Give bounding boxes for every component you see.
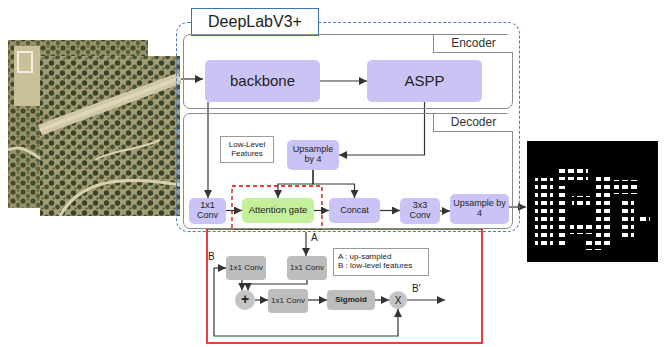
signal-label: A — [311, 232, 318, 243]
sigmoid-box: Sigmoid — [327, 290, 375, 310]
aspp-box: ASPP — [367, 60, 482, 102]
flow-arrow — [440, 210, 450, 211]
output-arrow — [506, 206, 526, 207]
conv-box: 1x1 Conv — [189, 198, 226, 224]
heading-tab: Encoder — [433, 35, 513, 53]
flow-arrow — [308, 299, 327, 300]
model-frame: DeepLabV3+EncoderbackboneASPPDecoderLow-… — [176, 22, 520, 232]
flow-arrow — [313, 170, 355, 198]
satellite-image-front — [40, 56, 180, 216]
decoder-block: DecoderLow-Level FeaturesUpsample by 41x… — [183, 113, 513, 229]
conv-box: 1x1 Conv — [287, 256, 327, 280]
flow-arrow — [320, 80, 367, 81]
node-text: Encoder — [451, 37, 496, 50]
flow-arrow — [241, 280, 242, 291]
detail-frame — [207, 229, 482, 343]
node-text: Concat — [340, 206, 369, 216]
add-circle: + — [235, 290, 255, 310]
conv-box: 1x1 Conv — [226, 256, 266, 280]
feature-note: Low-Level Features — [220, 136, 274, 163]
flow-arrow — [314, 210, 329, 211]
flow-arrow — [278, 170, 313, 198]
concat-box: Concat — [329, 198, 380, 223]
node-text: 1x1 Conv — [290, 264, 324, 273]
encoder-block: Encoder backbone ASPP — [183, 34, 513, 109]
node-text: 1x1 Conv — [229, 264, 263, 273]
flow-arrow — [339, 102, 425, 155]
flow-arrow — [375, 299, 389, 300]
output-b-arrow — [407, 299, 445, 300]
signal-label: B — [208, 251, 215, 262]
node-text: 1x1 Conv — [271, 297, 305, 306]
node-text: Attention gate — [249, 205, 308, 215]
label-holder: B' — [412, 283, 421, 294]
backbone-box: backbone — [205, 60, 320, 102]
upsample-box: Upsample by 4 — [450, 194, 509, 224]
heading-tab: DeepLabV3+ — [191, 8, 319, 36]
input-arrow — [181, 78, 203, 79]
node-text: Low-Level Features — [224, 141, 270, 159]
conv-box: 1x1 Conv — [268, 289, 308, 313]
label-holder: A — [311, 232, 318, 243]
node-text: Sigmoid — [335, 296, 367, 305]
node-text: ASPP — [404, 73, 444, 90]
node-text: + — [241, 292, 249, 307]
node-text: Decoder — [451, 116, 496, 129]
node-text: 1x1 Conv — [192, 201, 223, 221]
node-text: A : up-sampled — [338, 253, 391, 262]
key-box: A : up-sampledB : low-level features — [333, 248, 429, 276]
input-b-arrow — [214, 267, 226, 268]
node-text: backbone — [230, 73, 295, 90]
flow-arrow — [226, 210, 242, 211]
node-text: Upsample by 4 — [290, 145, 336, 165]
node-text: DeepLabV3+ — [208, 13, 302, 31]
signal-label: B' — [412, 283, 421, 294]
node-text: B : low-level features — [338, 262, 412, 271]
flow-arrow — [255, 299, 268, 300]
node-text: X — [395, 295, 402, 306]
input-a-arrow — [305, 232, 306, 256]
flow-arrow — [380, 210, 400, 211]
attention-box: Attention gate — [242, 198, 314, 223]
node-text: Upsample by 4 — [453, 199, 506, 219]
upsample-box: Upsample by 4 — [287, 140, 339, 170]
segmentation-mask — [527, 141, 658, 262]
conv-box: 3x3 Conv — [400, 198, 440, 224]
flow-arrow — [207, 102, 208, 198]
heading-tab: Decoder — [433, 114, 513, 132]
multiply-circle: X — [389, 291, 407, 309]
node-text: 3x3 Conv — [403, 201, 437, 221]
zoom-marker — [232, 186, 322, 229]
label-holder: B — [208, 251, 215, 262]
